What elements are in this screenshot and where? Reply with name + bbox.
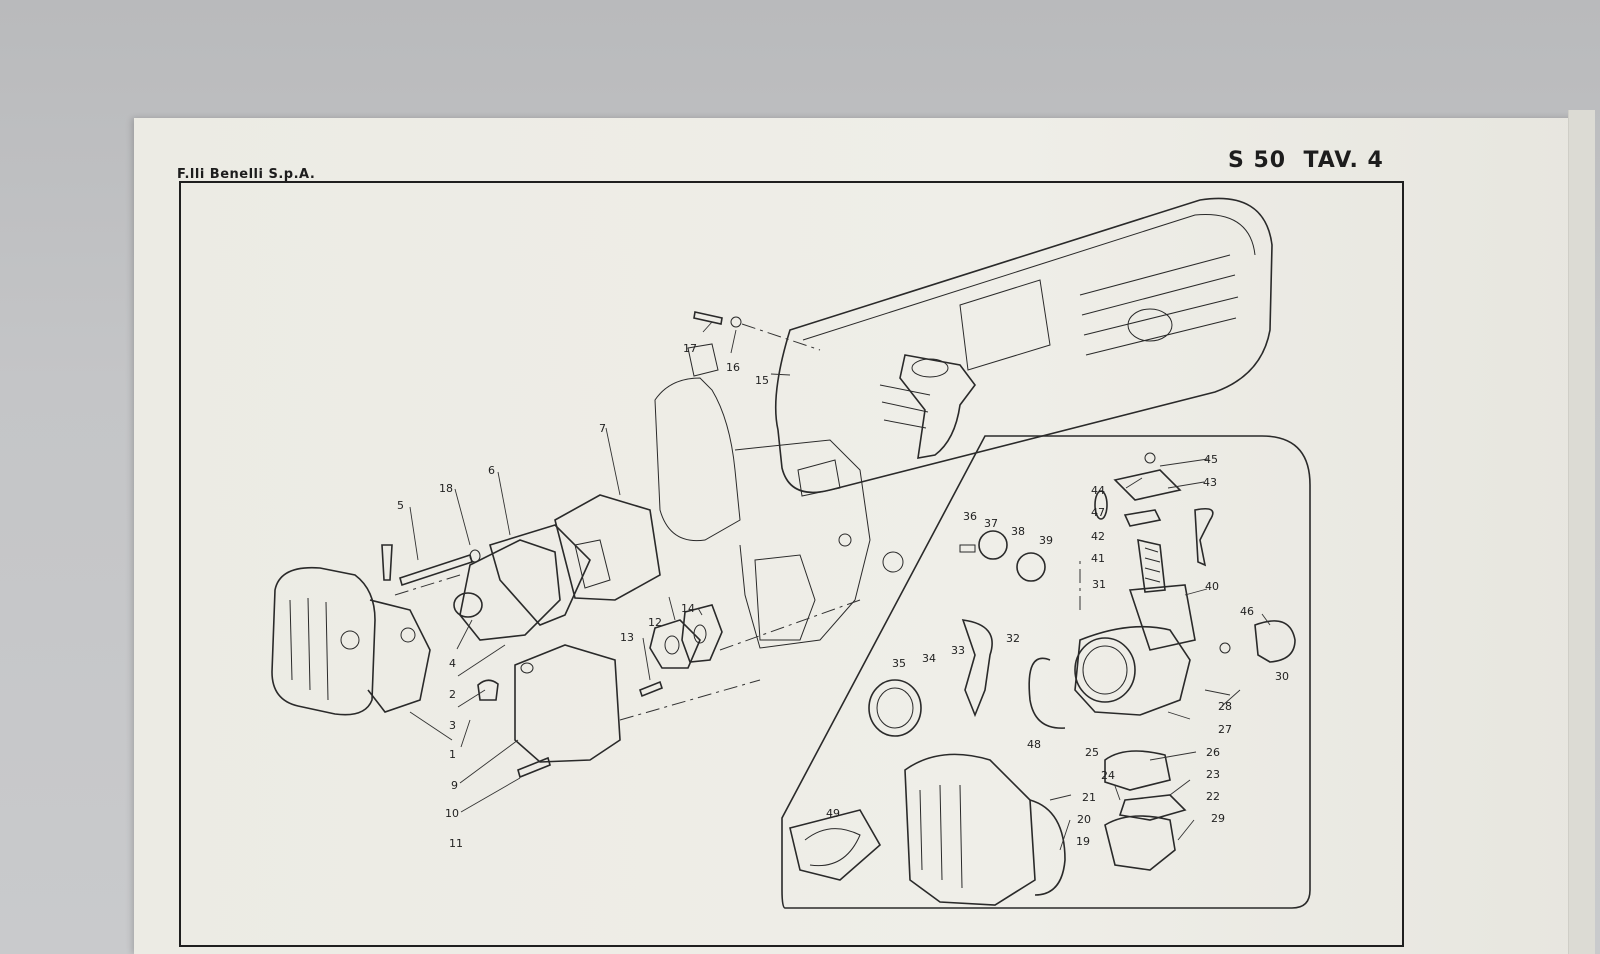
part-label: 35 [892,657,906,670]
page-stack-edge [1568,110,1595,954]
part-label: 5 [397,499,404,512]
part-label: 15 [755,374,769,387]
part-label: 37 [984,517,998,530]
intake-parts [399,494,661,641]
part-label: 44 [1091,484,1105,497]
part-label: 43 [1203,476,1217,489]
part-label: 4 [449,657,456,670]
part-label: 2 [449,688,456,701]
part-label: 26 [1206,746,1220,759]
detail-inset-panel [781,435,1311,909]
part-label: 7 [599,422,606,435]
plate-title: S 50 TAV. 4 [1228,148,1384,173]
part-label: 49 [826,807,840,820]
part-label: 11 [449,837,463,850]
air-filter-box [477,311,742,779]
part-label: 28 [1218,700,1232,713]
part-label: 27 [1218,723,1232,736]
part-label: 12 [648,616,662,629]
part-label: 14 [681,602,695,615]
part-label: 10 [445,807,459,820]
part-label: 36 [963,510,977,523]
part-label: 34 [922,652,936,665]
part-label: 16 [726,361,740,374]
crankcase-outline [654,343,904,649]
part-label: 1 [449,748,456,761]
part-label: 13 [620,631,634,644]
muffler-drawing [774,197,1273,497]
manufacturer-name: F.lli Benelli S.p.A. [177,167,316,182]
part-label: 17 [683,342,697,355]
part-label: 40 [1205,580,1219,593]
part-label: 9 [451,779,458,792]
part-number-labels: 1 2 3 4 5 6 7 9 10 11 12 13 14 15 16 17 … [397,342,1289,850]
part-label: 21 [1082,791,1096,804]
part-label: 18 [439,482,453,495]
carburettor-assembly [271,544,431,716]
part-label: 46 [1240,605,1254,618]
part-label: 45 [1204,453,1218,466]
part-label: 42 [1091,530,1105,543]
part-label: 3 [449,719,456,732]
part-label: 38 [1011,525,1025,538]
inset-carburettor-parts [789,452,1296,906]
part-label: 6 [488,464,495,477]
assembly-lines [394,323,1081,721]
part-label: 30 [1275,670,1289,683]
part-label: 48 [1027,738,1041,751]
part-label: 41 [1091,552,1105,565]
part-label: 19 [1076,835,1090,848]
part-label: 39 [1039,534,1053,547]
part-label: 25 [1085,746,1099,759]
part-label: 47 [1091,506,1105,519]
part-label: 29 [1211,812,1225,825]
diagram-frame [179,181,1404,947]
leader-lines [409,321,1271,851]
part-label: 32 [1006,632,1020,645]
part-label: 22 [1206,790,1220,803]
part-label: 23 [1206,768,1220,781]
part-label: 24 [1101,769,1115,782]
part-label: 33 [951,644,965,657]
part-label: 31 [1092,578,1106,591]
part-label: 20 [1077,813,1091,826]
